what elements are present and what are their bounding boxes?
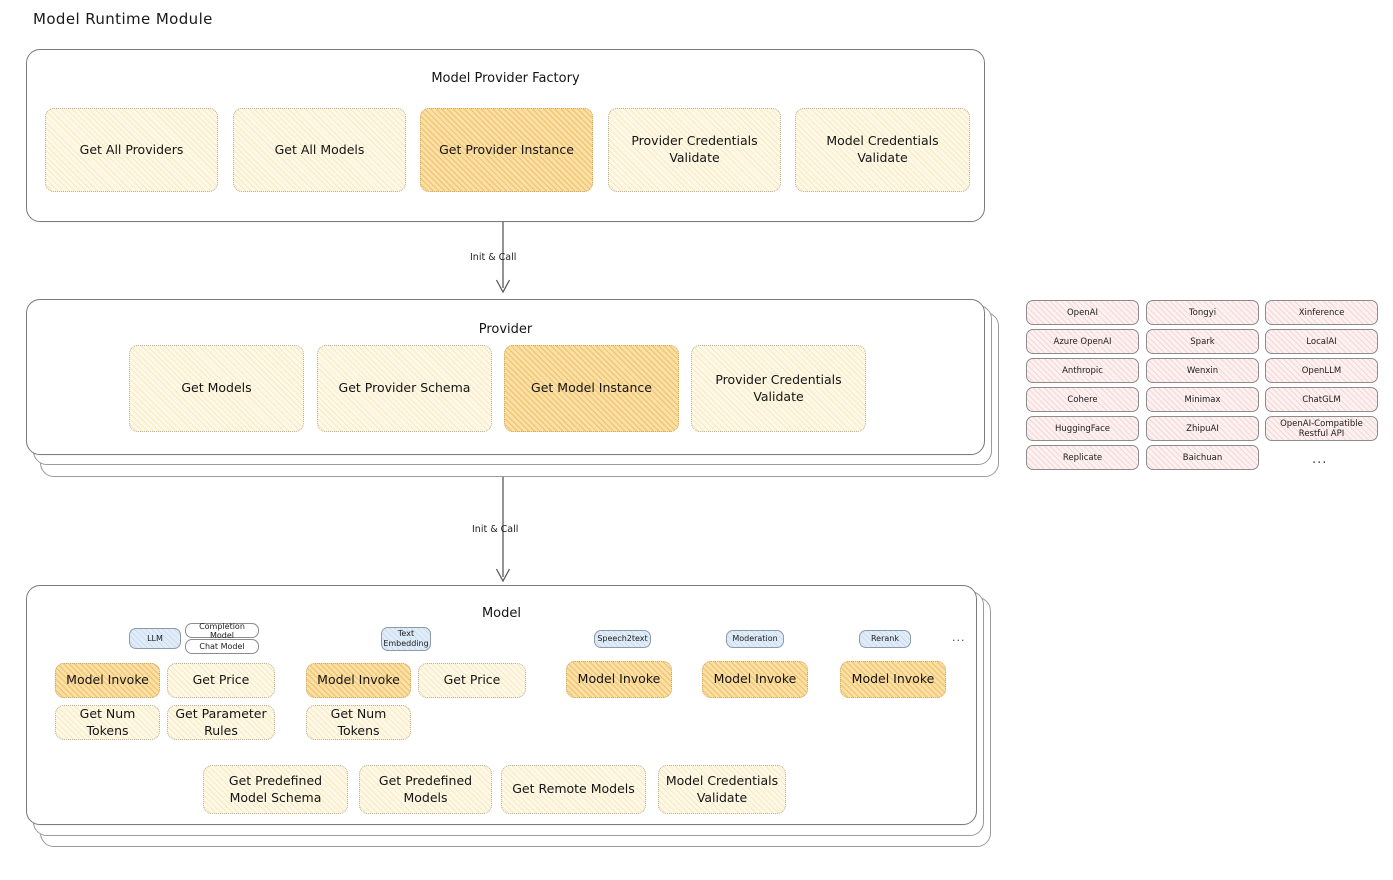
page-title: Model Runtime Module [33,10,213,28]
provider-node-provider-credentials-validate[interactable]: Provider Credentials Validate [691,345,866,432]
provider-chip-openai-compatible-restful-api[interactable]: OpenAI-Compatible Restful API [1265,416,1378,441]
model-type-chip-text-embedding[interactable]: Text Embedding [381,627,431,651]
model-common-node-get-remote-models[interactable]: Get Remote Models [501,765,646,814]
provider-chip-openllm[interactable]: OpenLLM [1265,358,1378,383]
model-moderation-node-model-invoke[interactable]: Model Invoke [702,661,808,698]
provider-chip-zhipuai[interactable]: ZhipuAI [1146,416,1259,441]
model-subtype-chip-chat-model[interactable]: Chat Model [185,639,259,654]
factory-node-get-all-providers[interactable]: Get All Providers [45,108,218,192]
arrow-label-init-and-call-2: Init & Call [472,524,519,535]
provider-node-get-model-instance[interactable]: Get Model Instance [504,345,679,432]
provider-chip-chatglm[interactable]: ChatGLM [1265,387,1378,412]
provider-title: Provider [478,322,533,337]
model-llm-node-get-num-tokens[interactable]: Get Num Tokens [55,705,160,740]
provider-chip-spark[interactable]: Spark [1146,329,1259,354]
model-llm-node-get-parameter-rules[interactable]: Get Parameter Rules [167,705,275,740]
provider-chip-replicate[interactable]: Replicate [1026,445,1139,470]
factory-node-get-provider-instance[interactable]: Get Provider Instance [420,108,593,192]
model-embedding-node-model-invoke[interactable]: Model Invoke [306,663,411,698]
model-rerank-node-model-invoke[interactable]: Model Invoke [840,661,946,698]
model-title: Model [481,606,522,621]
factory-node-model-credentials-validate[interactable]: Model Credentials Validate [795,108,970,192]
model-type-chip-moderation[interactable]: Moderation [726,630,784,648]
provider-node-get-provider-schema[interactable]: Get Provider Schema [317,345,492,432]
provider-chip-baichuan[interactable]: Baichuan [1146,445,1259,470]
provider-chip-tongyi[interactable]: Tongyi [1146,300,1259,325]
model-embedding-node-get-num-tokens[interactable]: Get Num Tokens [306,705,411,740]
model-llm-node-get-price[interactable]: Get Price [167,663,275,698]
arrow-factory-to-provider [495,222,511,294]
provider-chip-anthropic[interactable]: Anthropic [1026,358,1139,383]
provider-chip-minimax[interactable]: Minimax [1146,387,1259,412]
provider-chip-localai[interactable]: LocalAI [1265,329,1378,354]
model-subtype-chip-completion-model[interactable]: Completion Model [185,622,259,640]
model-embedding-node-get-price[interactable]: Get Price [418,663,526,698]
provider-chip-openai[interactable]: OpenAI [1026,300,1139,325]
factory-node-get-all-models[interactable]: Get All Models [233,108,406,192]
arrow-label-init-and-call-1: Init & Call [470,252,517,263]
model-common-node-get-predefined-models[interactable]: Get Predefined Models [359,765,492,814]
arrow-provider-to-model [495,477,511,583]
model-type-chip-speech2text[interactable]: Speech2text [594,630,651,648]
provider-chip-xinference[interactable]: Xinference [1265,300,1378,325]
factory-title: Model Provider Factory [431,71,580,86]
provider-chip-wenxin[interactable]: Wenxin [1146,358,1259,383]
provider-chip-huggingface[interactable]: HuggingFace [1026,416,1139,441]
model-speech2text-node-model-invoke[interactable]: Model Invoke [566,661,672,698]
model-type-chip-rerank[interactable]: Rerank [859,630,911,648]
model-llm-node-model-invoke-highlight[interactable]: Model Invoke [55,663,160,698]
model-type-chip-llm[interactable]: LLM [129,628,181,649]
model-types-more-ellipsis: ... [952,631,966,644]
provider-list-more-ellipsis: ... [1312,452,1328,467]
model-common-node-model-credentials-validate[interactable]: Model Credentials Validate [658,765,786,814]
model-common-node-get-predefined-model-schema[interactable]: Get Predefined Model Schema [203,765,348,814]
provider-node-get-models[interactable]: Get Models [129,345,304,432]
factory-node-provider-credentials-validate[interactable]: Provider Credentials Validate [608,108,781,192]
provider-chip-azure-openai[interactable]: Azure OpenAI [1026,329,1139,354]
provider-chip-cohere[interactable]: Cohere [1026,387,1139,412]
